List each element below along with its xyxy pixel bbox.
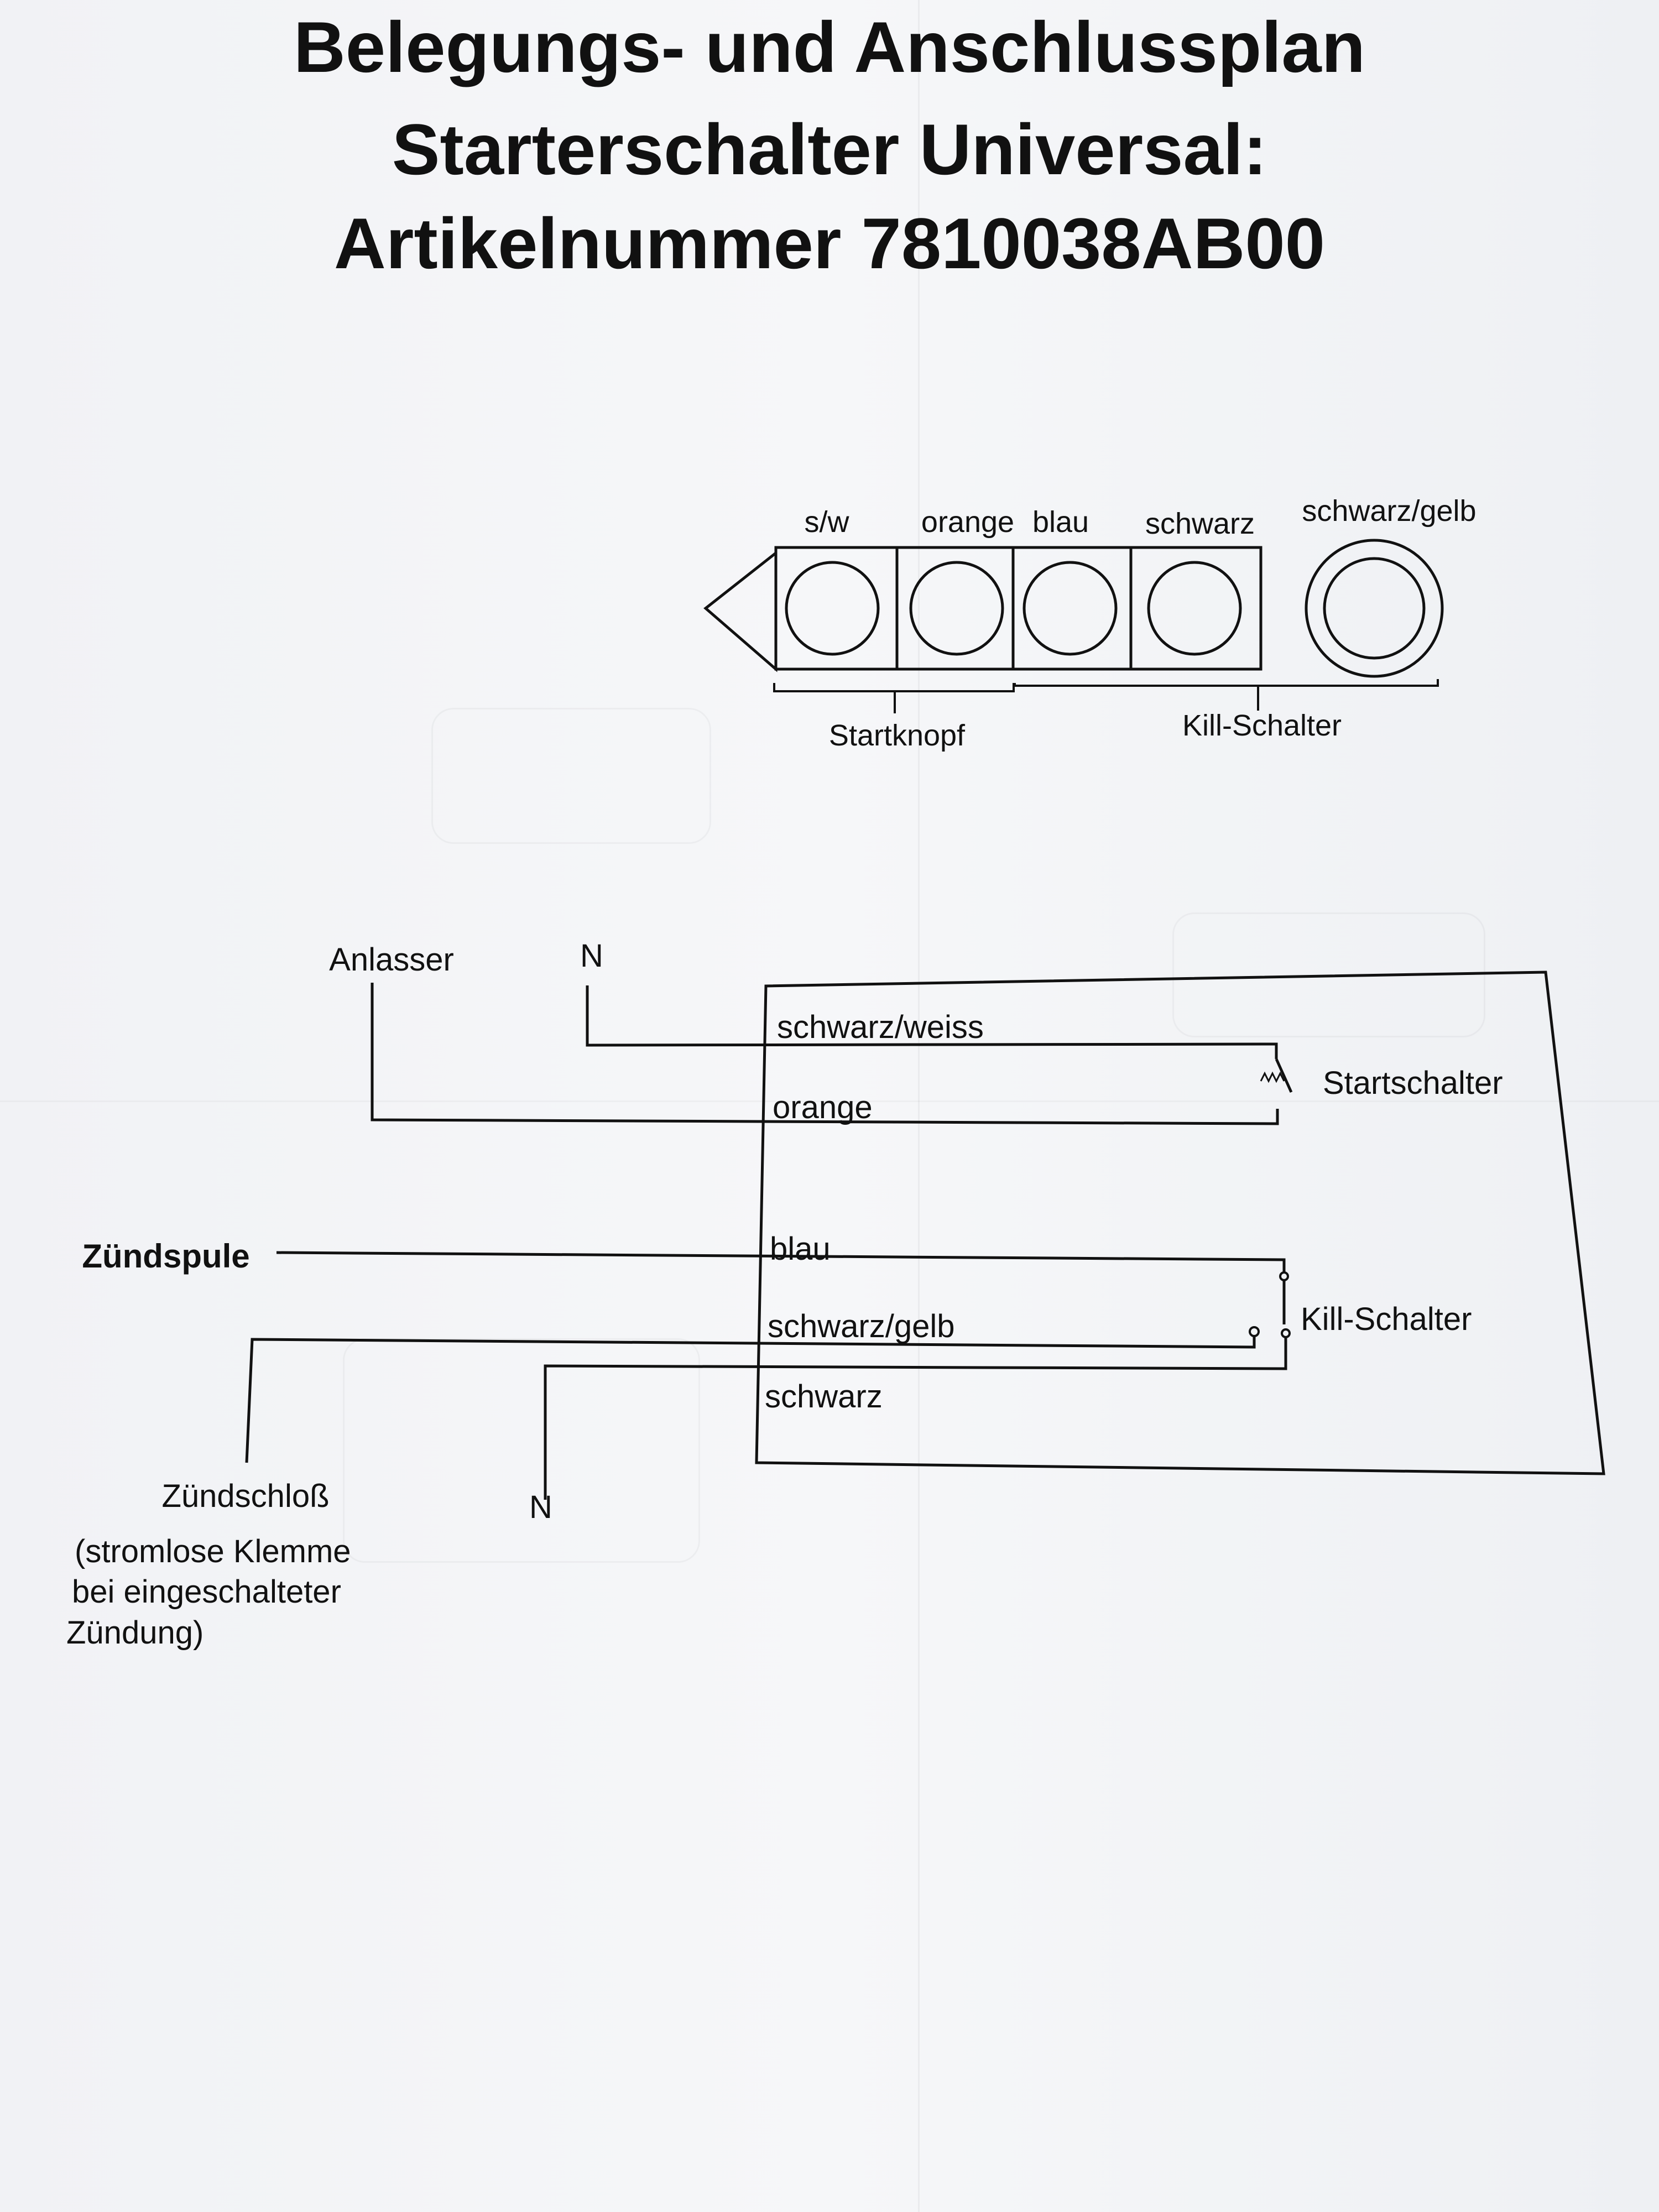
- kill-schalter-contact-top: [1279, 1271, 1289, 1281]
- title-line-1: Belegungs- und Anschlussplan: [293, 7, 1366, 87]
- wire-blau: [276, 1251, 1286, 1273]
- label-zuendschloss-note-3: Zündung): [66, 1615, 204, 1651]
- label-n-top: N: [580, 938, 603, 974]
- wire-schwarz: [544, 1337, 1287, 1500]
- label-zuendschloss-note-1: (stromlose Klemme: [75, 1533, 351, 1569]
- label-zuendschloss-note-2: bei eingeschalteter: [72, 1574, 341, 1610]
- bracket-kill-schalter: [1014, 679, 1439, 687]
- pin-sw: [785, 561, 880, 656]
- wire-label-schwarz: schwarz: [765, 1379, 883, 1415]
- pin-schwarz: [1147, 561, 1242, 656]
- wire-schwarz-weiss: [586, 985, 1278, 1059]
- title-line-3: Artikelnummer 7810038AB00: [333, 203, 1326, 284]
- wire-label-blau: blau: [770, 1231, 831, 1267]
- connector-plug: [703, 539, 1444, 713]
- label-anlasser: Anlasser: [329, 942, 454, 978]
- switch-housing-box: [755, 971, 1605, 1475]
- kill-schalter-contact-bottom: [1281, 1328, 1291, 1338]
- label-zuendspule: Zündspule: [82, 1238, 249, 1275]
- pin-label-orange: orange: [921, 505, 1014, 539]
- group-label-startknopf: Startknopf: [829, 719, 966, 752]
- connector-body: [774, 546, 1262, 671]
- pin-label-blau: blau: [1032, 505, 1089, 539]
- kill-schalter-contact-left: [1249, 1326, 1260, 1337]
- wire-orange: [371, 983, 1279, 1125]
- pin-blau: [1022, 561, 1118, 656]
- paper-fold-vertical: [918, 0, 920, 2212]
- wire-label-schwarz-weiss: schwarz/weiss: [777, 1009, 984, 1045]
- bracket-startknopf: [773, 683, 1015, 692]
- pin-schwarz-gelb-inner: [1323, 557, 1426, 660]
- startschalter-contact: [1275, 1058, 1293, 1093]
- pin-orange: [909, 561, 1004, 656]
- connector-arrow-tip: [703, 550, 778, 672]
- label-startschalter: Startschalter: [1323, 1065, 1503, 1101]
- wire-schwarz-gelb: [245, 1336, 1256, 1463]
- startschalter-spring: [1260, 1071, 1285, 1083]
- group-label-kill-schalter: Kill-Schalter: [1182, 709, 1342, 742]
- pin-label-schwarz: schwarz: [1145, 507, 1255, 540]
- pin-schwarz-gelb-outer: [1305, 539, 1444, 678]
- label-n-bottom: N: [529, 1489, 552, 1525]
- pin-label-schwarz-gelb: schwarz/gelb: [1302, 494, 1476, 528]
- title-line-2: Starterschalter Universal:: [392, 109, 1267, 190]
- label-kill-schalter: Kill-Schalter: [1301, 1301, 1472, 1337]
- wire-label-orange: orange: [773, 1089, 873, 1125]
- label-zuendschloss: Zündschloß: [161, 1478, 329, 1514]
- pin-label-sw: s/w: [805, 505, 850, 539]
- wire-label-schwarz-gelb: schwarz/gelb: [768, 1308, 954, 1344]
